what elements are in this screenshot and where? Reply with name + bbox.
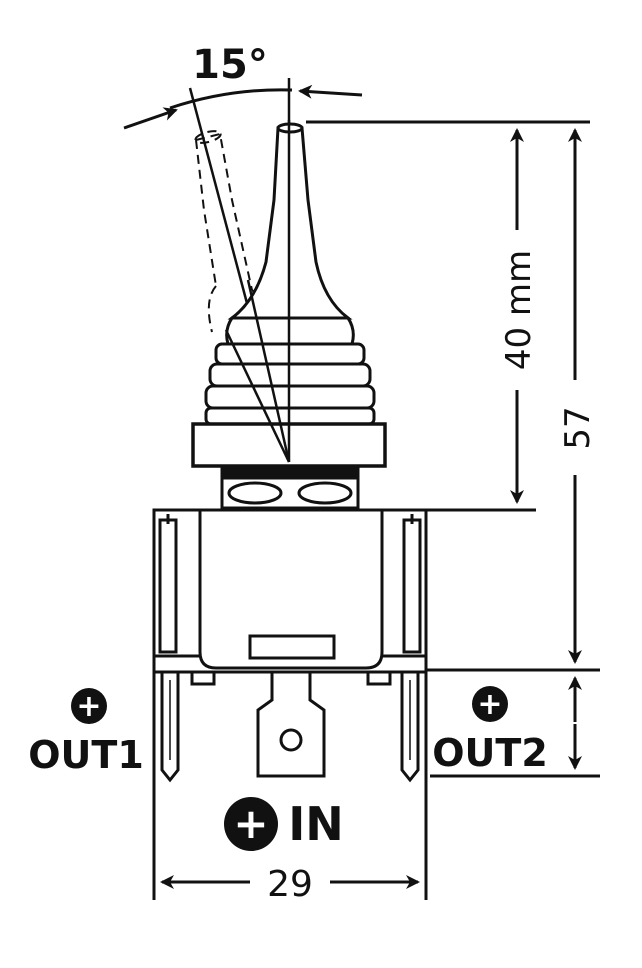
out1-plus-symbol: + (76, 689, 101, 724)
dimension-29 (152, 672, 428, 900)
out2-marker: + OUT2 (432, 686, 548, 775)
dimension-57-label: 57 (558, 406, 598, 449)
dimension-57 (426, 128, 600, 672)
switch-body (152, 508, 428, 686)
in-label: IN (288, 797, 344, 851)
dimension-29-label: 29 (267, 864, 313, 905)
out1-marker: + OUT1 (28, 688, 144, 777)
angle-arc (169, 88, 293, 110)
dimension-40mm (306, 120, 590, 512)
dimension-40mm-label: 40 mm (499, 250, 539, 370)
angle-arrow-left (123, 107, 178, 130)
out2-plus-badge (472, 686, 508, 722)
terminal-in (256, 670, 326, 778)
body-slot (248, 634, 336, 660)
threaded-bushing (220, 464, 360, 510)
out2-label: OUT2 (432, 731, 548, 775)
angle-label: 15° (192, 42, 268, 88)
out1-plus-badge (71, 688, 107, 724)
in-plus-badge (224, 797, 278, 851)
dimension-terminal (430, 676, 600, 778)
angle-arrow-right (298, 84, 363, 99)
terminals (160, 670, 420, 783)
out2-plus-symbol: + (477, 687, 502, 722)
in-marker: + IN (224, 797, 344, 851)
in-plus-symbol: + (233, 799, 268, 848)
out1-label: OUT1 (28, 733, 144, 777)
